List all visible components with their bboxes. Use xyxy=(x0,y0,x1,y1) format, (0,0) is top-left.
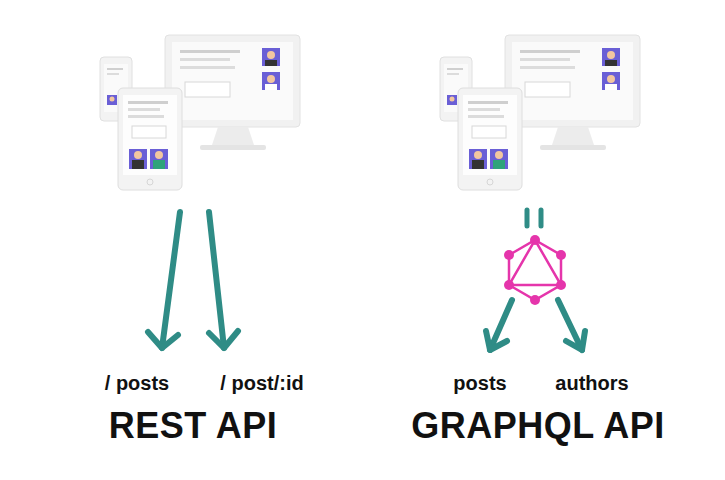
endpoint-label: / post/:id xyxy=(220,372,303,395)
endpoint-label: / posts xyxy=(105,372,169,395)
double-line xyxy=(525,210,530,226)
arrow-head xyxy=(486,331,507,350)
rest-devices xyxy=(100,35,300,190)
rest-arrow xyxy=(162,212,180,348)
api-title: GRAPHQL API xyxy=(411,405,665,447)
field-label: authors xyxy=(555,372,628,395)
field-label: posts xyxy=(453,372,506,395)
arrow-head xyxy=(566,331,585,350)
graphql-devices xyxy=(440,35,640,190)
rest-arrow xyxy=(209,212,224,348)
graphql-logo xyxy=(504,235,566,305)
arrow-head xyxy=(209,331,238,348)
arrow-head xyxy=(148,332,178,348)
api-title: REST API xyxy=(109,405,278,447)
double-line xyxy=(539,210,544,226)
